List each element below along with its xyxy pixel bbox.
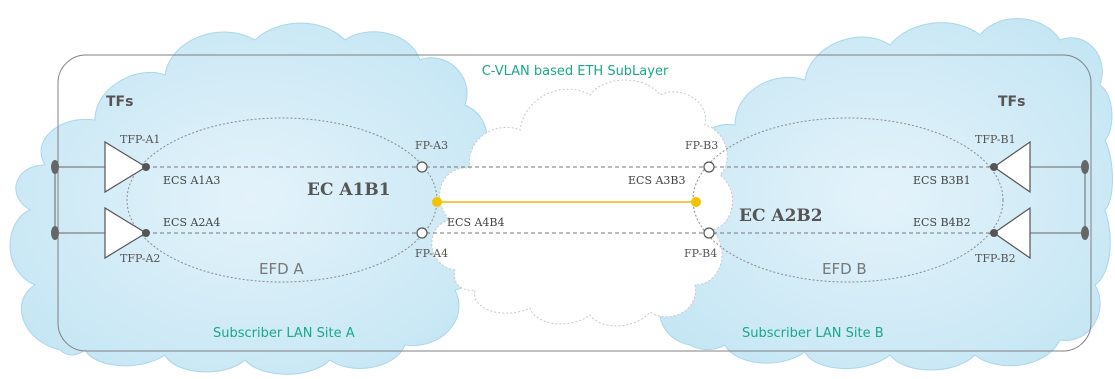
left-edge-connector bbox=[54, 166, 105, 234]
ecs-b4b2-label: ECS B4B2 bbox=[913, 216, 971, 229]
tfs-label-left: TFs bbox=[106, 94, 133, 110]
core-network-cloud bbox=[431, 79, 733, 327]
sublayer-title: C-VLAN based ETH SubLayer bbox=[482, 64, 669, 79]
fp-b4-point bbox=[703, 227, 715, 239]
edge-port-right-bottom bbox=[1081, 226, 1089, 240]
ec-a2b2-label: EC A2B2 bbox=[739, 206, 823, 226]
subscriber-cloud-a bbox=[9, 22, 492, 375]
ecs-b3b1-label: ECS B3B1 bbox=[913, 174, 971, 187]
fp-b3-label: FP-B3 bbox=[685, 139, 718, 152]
tfp-b1-label: TFP-B1 bbox=[975, 133, 1016, 146]
tfp-a2-point bbox=[142, 229, 150, 237]
tf-triangle-a1 bbox=[104, 140, 148, 194]
ecs-a3b3-label: ECS A3B3 bbox=[628, 174, 686, 187]
tfp-b2-point bbox=[990, 229, 998, 237]
dashed-segments bbox=[146, 166, 994, 234]
tf-triangle-a2 bbox=[104, 206, 148, 260]
tf-triangle-b2 bbox=[992, 206, 1031, 260]
edge-port-right-top bbox=[1081, 160, 1089, 174]
ecs-a1a3-label: ECS A1A3 bbox=[163, 174, 220, 187]
tfp-b2-label: TFP-B2 bbox=[975, 252, 1016, 265]
fp-a3-point bbox=[416, 161, 428, 173]
link-endpoint-b bbox=[691, 197, 701, 207]
tfp-b1-point bbox=[990, 163, 998, 171]
site-a-label: Subscriber LAN Site A bbox=[213, 326, 355, 341]
fp-a4-point bbox=[416, 227, 428, 239]
site-b-label: Subscriber LAN Site B bbox=[742, 326, 884, 341]
edge-port-left-top bbox=[51, 160, 59, 174]
fp-b4-label: FP-B4 bbox=[684, 247, 717, 260]
tf-triangle-b1 bbox=[992, 140, 1031, 194]
edge-port-left-bottom bbox=[51, 226, 59, 240]
tfp-a1-label: TFP-A1 bbox=[120, 133, 160, 146]
fp-a3-label: FP-A3 bbox=[415, 139, 448, 152]
efd-b-label: EFD B bbox=[822, 260, 867, 278]
tfp-a2-label: TFP-A2 bbox=[120, 252, 160, 265]
sublayer-frame bbox=[57, 54, 1092, 352]
ecs-a4b4-label: ECS A4B4 bbox=[447, 216, 505, 229]
efd-a-label: EFD A bbox=[259, 260, 304, 278]
fp-b3-point bbox=[703, 161, 715, 173]
link-endpoint-a bbox=[432, 197, 442, 207]
fp-a4-label: FP-A4 bbox=[415, 247, 448, 260]
ec-a1b1-label: EC A1B1 bbox=[307, 180, 391, 200]
tfs-label-right: TFs bbox=[998, 94, 1025, 110]
tfp-a1-point bbox=[142, 163, 150, 171]
ecs-a2a4-label: ECS A2A4 bbox=[163, 216, 220, 229]
right-edge-connector bbox=[1030, 166, 1086, 234]
